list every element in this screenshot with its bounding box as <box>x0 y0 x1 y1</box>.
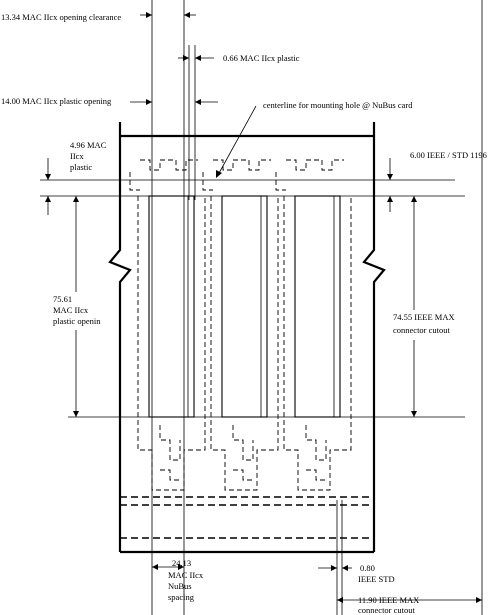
label-connector-cutout-height-value: 74.55 IEEE MAX <box>393 312 455 322</box>
label-nubus-spacing-value: 24.13 <box>172 558 191 568</box>
label-connector-cutout-width-line2: connector cutout <box>358 605 416 615</box>
dimension-labels: 13.34 MAC IIcx opening clearance 0.66 MA… <box>1 12 487 615</box>
label-plastic-opening-height-line3: plastic openin <box>53 316 101 326</box>
label-plastic-offset-line2: IIcx <box>70 151 84 161</box>
label-plastic-offset-value: 4.96 MAC <box>70 140 107 150</box>
label-connector-cutout-height-line2: connector cutout <box>393 325 451 335</box>
card-slot-3 <box>275 159 352 491</box>
label-plastic-opening-width: 14.00 MAC IIcx plastic opening <box>1 96 112 106</box>
label-opening-clearance: 13.34 MAC IIcx opening clearance <box>1 12 121 22</box>
label-plastic-opening-height-value: 75.61 <box>53 294 72 304</box>
dimension-arrows <box>45 12 482 603</box>
label-plastic-thickness: 0.66 MAC IIcx plastic <box>223 53 300 63</box>
label-ieee-std-line2: IEEE STD <box>358 574 395 584</box>
card-slot-1 <box>129 159 206 491</box>
label-nubus-spacing-line4: spacing <box>168 592 195 602</box>
label-nubus-spacing-line2: MAC IIcx <box>168 570 204 580</box>
horizontal-reference-lines <box>40 179 465 418</box>
label-nubus-spacing-line3: NuBus <box>168 581 192 591</box>
reference-lines <box>151 0 483 615</box>
label-centerline-note: centerline for mounting hole @ NuBus car… <box>263 100 413 110</box>
label-ieee-std-value: 0.80 <box>360 563 375 573</box>
label-ieee-std-1196: 6.00 IEEE / STD 1196 <box>410 150 487 160</box>
label-connector-cutout-width-value: 11.90 IEEE MAX <box>358 595 419 605</box>
label-plastic-opening-height-line2: MAC IIcx <box>53 305 89 315</box>
label-plastic-offset-line3: plastic <box>70 162 92 172</box>
chassis-frame <box>108 122 386 554</box>
card-slot-2 <box>202 159 279 491</box>
